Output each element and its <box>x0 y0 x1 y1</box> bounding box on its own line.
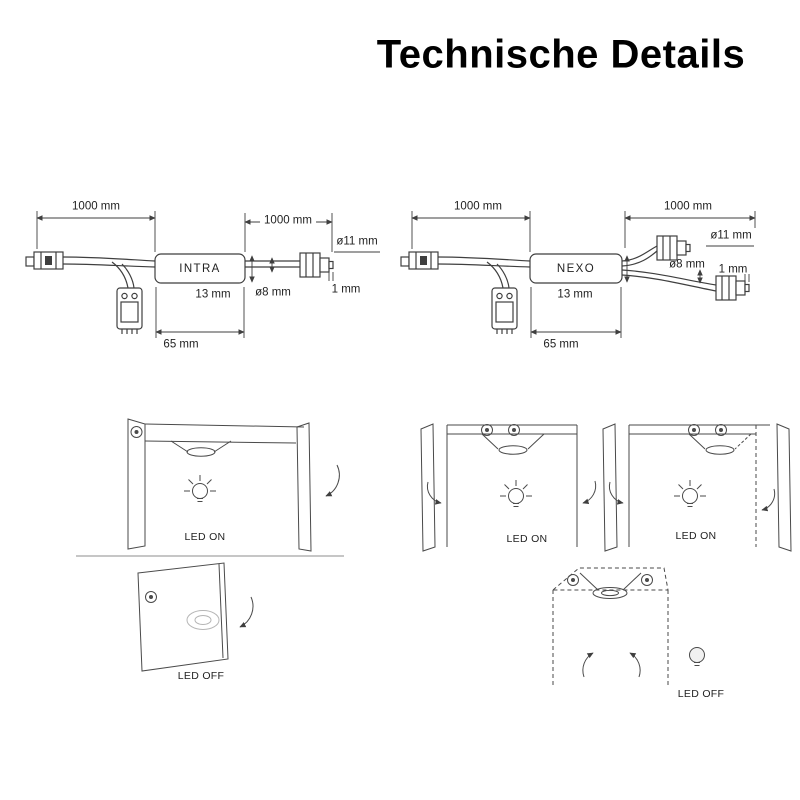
intra-body-length-label: 65 mm <box>163 338 199 351</box>
intra-drawing <box>25 211 380 338</box>
nexo-cabinet-open-1-illustration <box>420 423 597 552</box>
nexo-body-width-label: 13 mm <box>553 287 597 303</box>
intra-door-closing-illustration <box>137 562 254 672</box>
intra-led-off-label: LED OFF <box>177 669 225 682</box>
door-swing-arrow-icon <box>608 481 624 505</box>
nexo-tip-length-label: 1 mm <box>718 263 748 276</box>
intra-left-cable-dim-label: 1000 mm <box>72 200 120 213</box>
nexo-output-plug-2-icon <box>715 275 750 301</box>
intra-led-on-label: LED ON <box>184 530 226 543</box>
nexo-sensor-connector-icon <box>491 287 518 335</box>
intra-sensor-connector-icon <box>116 287 143 335</box>
intra-right-cable-dim-label: 1000 mm <box>260 213 316 229</box>
nexo-output-plug-1-icon <box>656 235 691 261</box>
door-swing-arrow-icon <box>582 480 597 505</box>
intra-dimension-lines <box>36 211 380 338</box>
nexo-plug-diameter-label: ø11 mm <box>710 229 752 242</box>
nexo-left-cable-dim-label: 1000 mm <box>454 200 502 213</box>
nexo-input-plug-icon <box>400 251 439 270</box>
door-swing-arrow-icon <box>426 481 442 505</box>
intra-tip-length-label: 1 mm <box>331 283 361 296</box>
bulb-off-icon <box>689 647 705 666</box>
nexo-cabinet-open-2-illustration <box>602 423 792 552</box>
door-swing-arrow-icon <box>582 652 594 678</box>
page-title: Technische Details <box>376 32 746 77</box>
bulb-on-icon <box>183 474 217 502</box>
sensor-icon <box>130 426 143 438</box>
nexo-led-on-label-2: LED ON <box>675 529 717 542</box>
intra-plug-diameter-label: ø11 mm <box>336 235 378 248</box>
bulb-on-icon <box>499 479 533 507</box>
nexo-cabinet-closed-illustration <box>551 567 705 687</box>
intra-body-width-label: 13 mm <box>191 287 235 303</box>
nexo-dimension-lines <box>411 211 756 338</box>
door-swing-arrow-icon <box>239 596 254 628</box>
nexo-cables <box>437 245 717 292</box>
intra-cable-diameter-label: ø8 mm <box>255 286 291 299</box>
nexo-cable-diameter-label: ø8 mm <box>669 258 705 271</box>
intra-cables <box>62 256 300 289</box>
bulb-on-icon <box>673 479 707 507</box>
door-swing-arrow-icon <box>325 464 340 497</box>
intra-device-name: INTRA <box>179 263 221 275</box>
intra-body <box>154 253 246 284</box>
nexo-body-length-label: 65 mm <box>543 338 579 351</box>
door-swing-arrow-icon <box>761 488 776 512</box>
nexo-led-off-label: LED OFF <box>677 687 725 700</box>
intra-cabinet-open-illustration <box>127 418 340 552</box>
sensor-icon <box>567 574 579 586</box>
nexo-drawing <box>400 211 756 338</box>
door-swing-arrow-icon <box>629 652 641 678</box>
nexo-led-on-label-1: LED ON <box>506 532 548 545</box>
intra-output-plug-icon <box>299 252 334 278</box>
sensor-icon <box>641 574 653 586</box>
nexo-body <box>529 253 623 284</box>
intra-input-plug-icon <box>25 251 64 270</box>
nexo-right-cable-dim-label: 1000 mm <box>664 200 712 213</box>
nexo-device-name: NEXO <box>556 263 596 275</box>
